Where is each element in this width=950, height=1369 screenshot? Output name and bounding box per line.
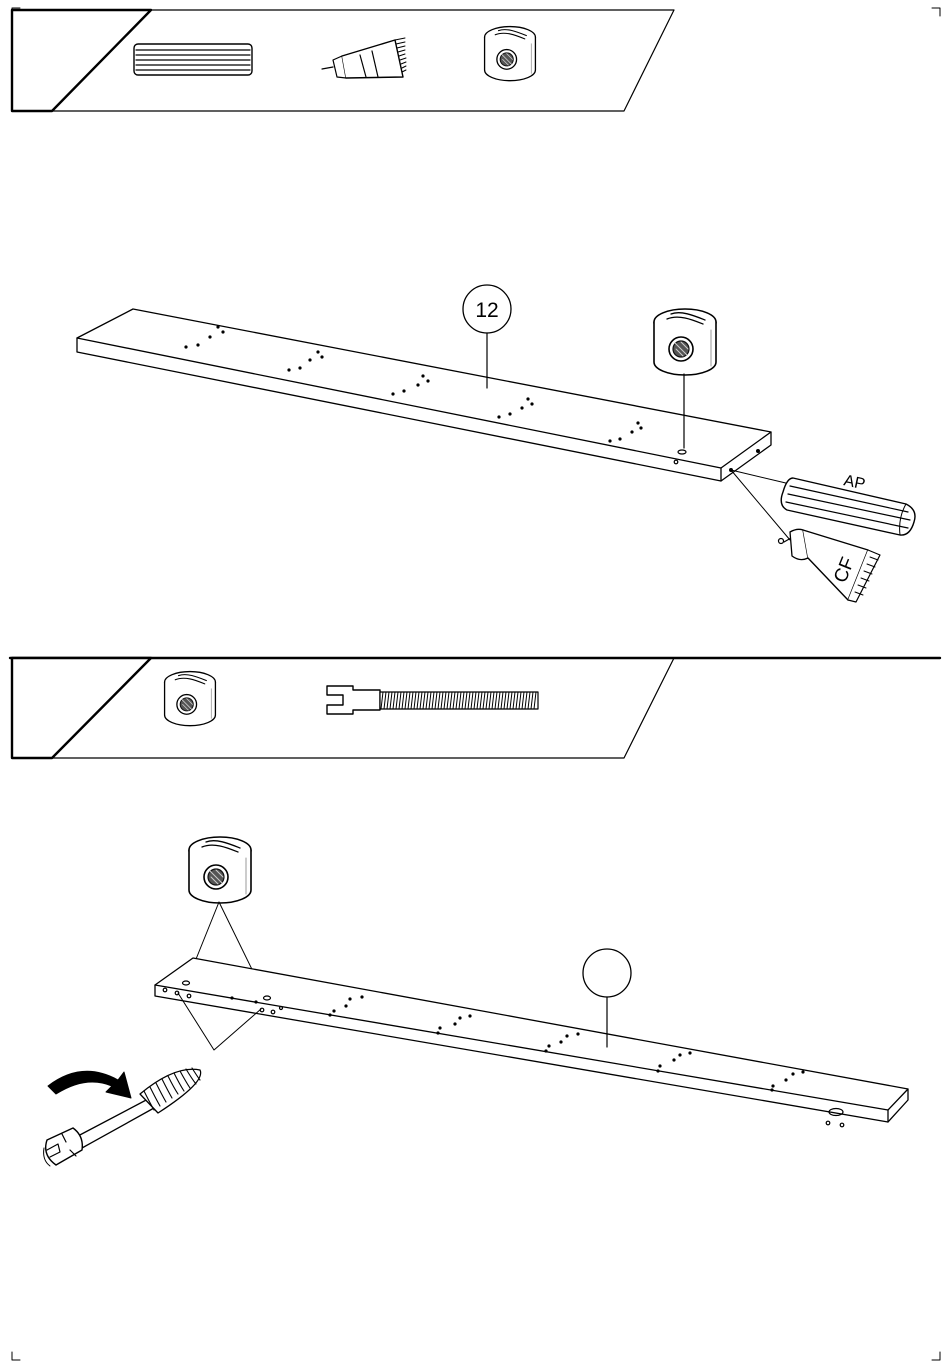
bolt-icon <box>327 686 538 714</box>
part-number-callout-12: 12 <box>463 285 511 388</box>
rotation-arrow-icon <box>48 1071 131 1098</box>
crop-marks <box>12 8 940 1360</box>
cam-barrel-nut-icon <box>165 672 216 726</box>
dowel-icon <box>134 44 252 75</box>
panel-b <box>155 958 908 1127</box>
part-number-label: 12 <box>475 299 498 322</box>
glue-tube-cf: CF <box>779 529 881 602</box>
leader-lines <box>731 470 790 540</box>
dowel-ap: AP <box>781 472 915 535</box>
glue-tube-icon <box>322 38 406 78</box>
cam-barrel-nut-icon <box>485 27 536 81</box>
